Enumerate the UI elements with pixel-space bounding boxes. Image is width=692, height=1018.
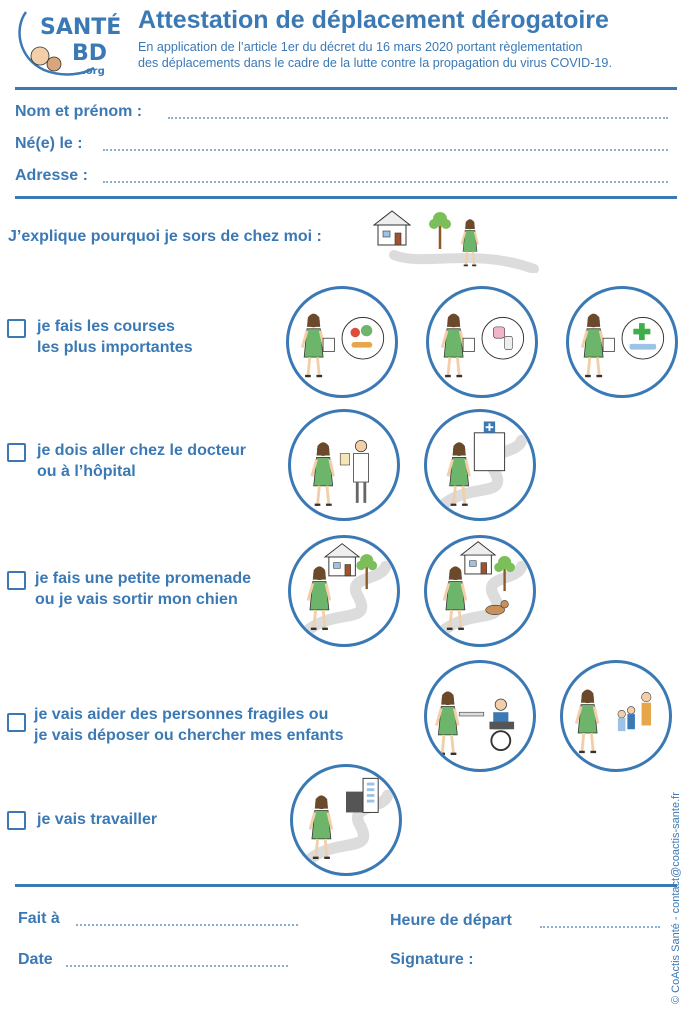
place-label: Fait à (18, 910, 60, 927)
page-title: Attestation de déplacement dérogatoire (138, 6, 609, 34)
checkbox-travailler[interactable] (7, 811, 26, 830)
checkbox-aider[interactable] (7, 713, 26, 732)
logo-line3: .org (82, 66, 105, 77)
form-divider (15, 196, 677, 199)
helping-elderly-illustration (424, 660, 536, 772)
walk-illustration (288, 535, 400, 647)
date-label: Date (18, 951, 53, 968)
address-label: Adresse : (15, 167, 88, 184)
option-promenade-label: je fais une petite promenade ou je vais … (35, 570, 252, 608)
side-credit: © CoActis Santé - contact@coactis-sante.… (670, 792, 682, 1004)
departure-label: Heure de départ (390, 912, 512, 929)
birth-field[interactable] (103, 149, 668, 151)
signature-label: Signature : (390, 951, 474, 968)
leaving-home-illustration (364, 205, 540, 274)
option-aider-label: je vais aider des personnes fragiles ou … (34, 706, 344, 744)
header-divider (15, 87, 677, 90)
footer-divider (15, 884, 677, 887)
children-illustration (560, 660, 672, 772)
medicine-illustration (566, 286, 678, 398)
option-travailler-label: je vais travailler (37, 811, 158, 828)
date-field[interactable] (66, 965, 288, 967)
pharmacy-products-illustration (426, 286, 538, 398)
name-field[interactable] (168, 117, 668, 119)
subtitle-line2: des déplacements dans le cadre de la lut… (138, 56, 612, 70)
page-subtitle: En application de l’article 1er du décre… (138, 39, 678, 71)
santebd-logo: SANTÉ BD .org (14, 8, 124, 82)
address-field[interactable] (103, 181, 668, 183)
dog-walk-illustration (424, 535, 536, 647)
option-docteur-label: je dois aller chez le docteur ou à l’hôp… (37, 442, 246, 480)
groceries-illustration (286, 286, 398, 398)
place-field[interactable] (76, 924, 298, 926)
departure-field[interactable] (540, 926, 660, 928)
hospital-illustration (424, 409, 536, 521)
subtitle-line1: En application de l’article 1er du décre… (138, 40, 583, 54)
logo-line1: SANTÉ (40, 14, 121, 40)
logo-line2: BD (72, 41, 107, 66)
doctor-visit-illustration (288, 409, 400, 521)
reason-prompt: J’explique pourquoi je sors de chez moi … (8, 228, 322, 245)
name-label: Nom et prénom : (15, 103, 143, 120)
checkbox-promenade[interactable] (7, 571, 26, 590)
birth-label: Né(e) le : (15, 135, 83, 152)
option-courses-label: je fais les courses les plus importantes (37, 318, 193, 356)
checkbox-courses[interactable] (7, 319, 26, 338)
checkbox-docteur[interactable] (7, 443, 26, 462)
work-illustration (290, 764, 402, 876)
